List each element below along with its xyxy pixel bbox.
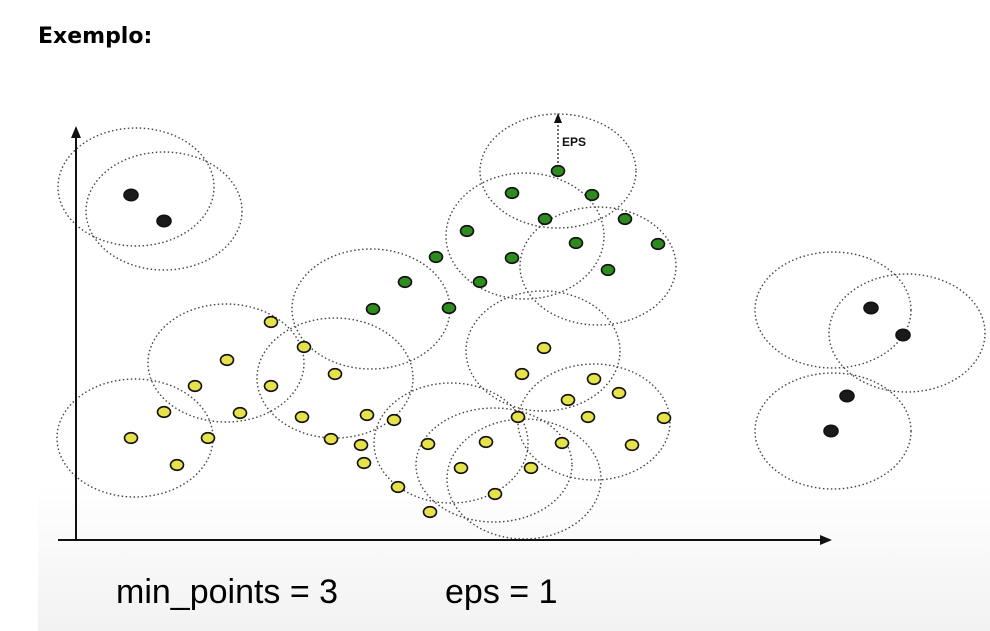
eps-circle [517,363,671,481]
data-point [187,379,203,393]
data-point [537,212,553,226]
data-point [232,406,248,420]
eps-arrowhead [554,113,562,123]
noise-right [823,301,911,438]
data-point [617,212,633,226]
dbscan-diagram: EPS [56,113,986,545]
eps-circle [147,303,305,423]
data-point [536,341,552,355]
data-point [365,302,381,316]
data-point [123,431,139,445]
data-point [510,410,526,424]
data-point [514,367,530,381]
data-point [263,315,279,329]
eps-circle [519,206,677,326]
data-point [656,411,672,425]
data-point [422,505,438,519]
data-point [441,301,457,315]
data-point [650,237,666,251]
data-point [584,188,600,202]
data-point [823,424,839,438]
data-point [386,413,402,427]
eps-circle [754,251,912,369]
data-point [169,458,185,472]
data-point [219,353,235,367]
eps-radius-indicator: EPS [554,113,586,171]
data-point [263,379,279,393]
data-point [600,263,616,277]
cluster-yellow [123,315,672,519]
data-point [323,432,339,446]
eps-circle [446,418,602,540]
eps-circle [445,172,605,300]
data-point [294,410,310,424]
eps-circle [828,273,986,393]
data-point [156,405,172,419]
data-point [560,393,576,407]
eps-neighborhood-circles [56,113,986,540]
axes [58,126,832,545]
eps-circle [373,382,529,504]
data-point [550,164,566,178]
data-point [504,186,520,200]
eps-circle [479,113,637,229]
data-point [624,438,640,452]
noise-top-left [123,188,172,228]
data-point [353,438,369,452]
data-point [580,410,596,424]
min-points-param: min_points = 3 [116,573,339,611]
data-point [586,372,602,386]
eps-label: EPS [562,135,586,149]
data-point [123,188,139,202]
data-point [397,275,413,289]
eps-circle [415,407,573,523]
data-point [359,408,375,422]
data-point [453,461,469,475]
page-title: Exemplo: [38,24,153,49]
eps-circle [465,290,621,412]
data-point [895,328,911,342]
data-point [428,250,444,264]
eps-circle [57,127,215,247]
data-point [356,456,372,470]
data-point [478,435,494,449]
data-point [839,389,855,403]
data-point [156,214,172,228]
data-point [459,224,475,238]
data-point [554,436,570,450]
data-points [123,164,911,519]
data-point [420,437,436,451]
data-point [504,251,520,265]
data-point [472,275,488,289]
dbscan-figure: EPS min_points = 3 eps = 1 [38,100,990,631]
data-point [200,431,216,445]
cluster-green [365,164,666,316]
data-point [863,301,879,315]
eps-circle [85,151,243,271]
data-point [296,340,312,354]
data-point [390,480,406,494]
data-point [327,367,343,381]
data-point [568,236,584,250]
data-point [523,461,539,475]
eps-param: eps = 1 [445,573,558,611]
data-point [487,487,503,501]
eps-circle [754,372,912,490]
data-point [611,386,627,400]
